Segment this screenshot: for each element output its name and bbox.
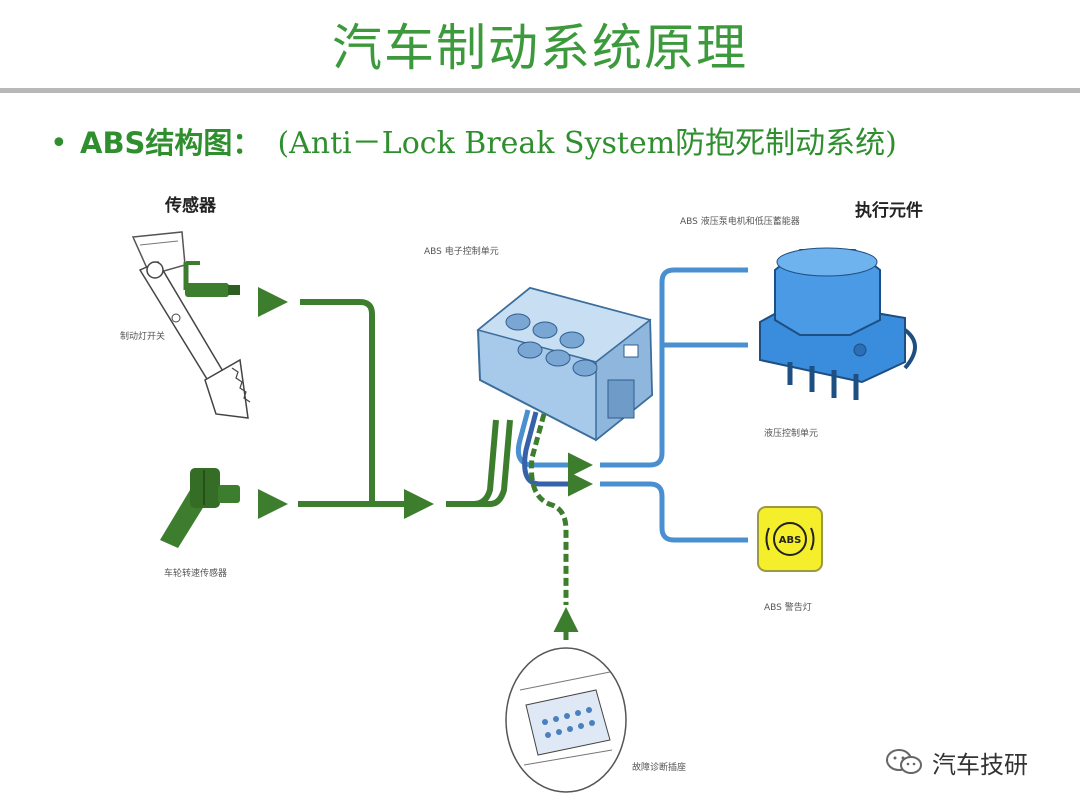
abs-ecu-drawing [476, 286, 654, 442]
brake-switch-label: 制动灯开关 [120, 332, 166, 342]
actuator-lines [568, 267, 748, 543]
hydraulic-unit-label: 液压控制单元 [764, 429, 819, 439]
bullet-dot: • [50, 126, 68, 161]
sensors-heading: 传感器 [165, 196, 216, 216]
diag-socket-label: 故障诊断插座 [632, 763, 687, 773]
brake-switch-drawing [183, 261, 240, 297]
sensor-signal-lines [258, 287, 513, 519]
warning-lamp-label: ABS 警告灯 [764, 603, 812, 613]
abs-warning-lamp: ABS [757, 506, 823, 572]
diag-socket-drawing [505, 647, 627, 793]
warning-lamp-text: ABS [779, 535, 802, 546]
bullet-heading: • ABS结构图： (Anti－Lock Break System防抱死制动系统) [50, 118, 1060, 162]
pump-motor-label: ABS 液压泵电机和低压蓄能器 [680, 217, 800, 227]
wheel-speed-sensor-drawing [160, 468, 240, 548]
page-title: 汽车制动系统原理 [332, 19, 748, 77]
bullet-subtitle: (Anti－Lock Break System防抱死制动系统) [277, 126, 897, 161]
ecu-wire-bundle [515, 409, 575, 605]
title-divider [0, 88, 1080, 93]
brake-pedal-drawing [131, 231, 251, 419]
actuators-heading: 执行元件 [855, 201, 923, 221]
wheel-speed-sensor-label: 车轮转速传感器 [164, 569, 228, 579]
hydraulic-unit-drawing [759, 247, 917, 400]
ecu-label: ABS 电子控制单元 [424, 247, 499, 257]
wechat-icon [886, 749, 922, 774]
watermark-text: 汽车技研 [932, 751, 1028, 779]
bullet-label: ABS结构图： [80, 126, 262, 160]
